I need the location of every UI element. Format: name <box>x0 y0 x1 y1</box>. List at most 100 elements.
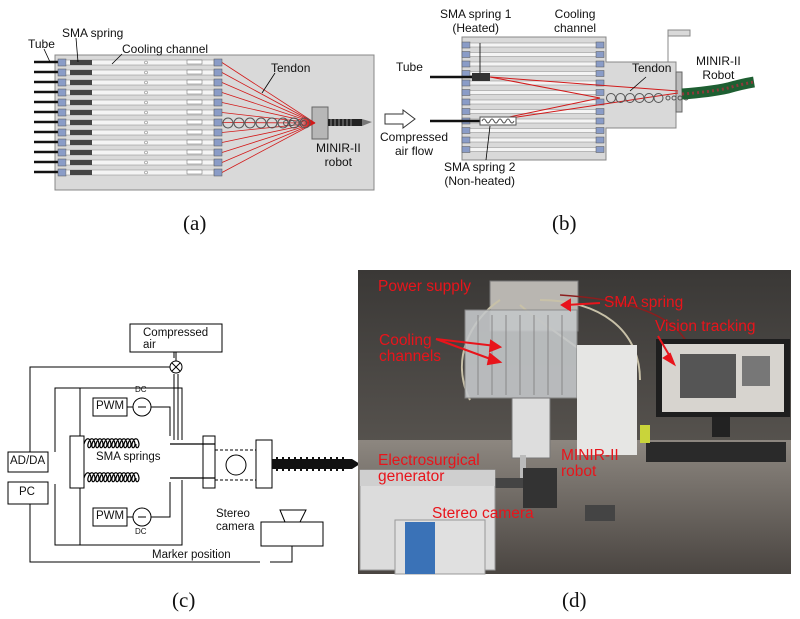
label-cooling-channel: Cooling channel <box>122 42 209 56</box>
ring <box>289 120 295 126</box>
ring <box>677 95 683 101</box>
label-pc: PC <box>19 486 35 498</box>
sma-spring <box>70 110 92 115</box>
connector <box>595 70 605 77</box>
sma-spring-coil <box>83 472 140 483</box>
sma-spring <box>70 70 92 75</box>
robot-segment <box>342 457 344 471</box>
robot-segment <box>294 457 296 471</box>
connector <box>213 108 223 117</box>
pulley <box>144 100 148 105</box>
connector <box>595 51 605 58</box>
sma-spring <box>70 60 92 65</box>
tendon-line <box>221 82 316 124</box>
slot <box>186 69 203 75</box>
label-tube-b: Tube <box>396 60 423 74</box>
pulley <box>144 80 148 85</box>
sma-spring <box>70 140 92 145</box>
pulley <box>144 90 148 95</box>
connector <box>213 98 223 107</box>
pulley <box>144 150 148 155</box>
label-stereo-camera: Stereo camera <box>432 505 534 522</box>
caption-c: (c) <box>172 588 196 612</box>
slot <box>186 59 203 65</box>
slot <box>186 169 203 175</box>
robot-tip <box>352 459 360 469</box>
robot-segment <box>282 457 284 471</box>
robot-segment <box>276 457 278 471</box>
robot-segment <box>324 457 326 471</box>
label-power-supply: Power supply <box>378 278 472 295</box>
connector <box>213 118 223 127</box>
connector <box>595 127 605 134</box>
sma-spring <box>70 80 92 85</box>
label-tendon-b: Tendon <box>632 61 672 75</box>
tendon-line <box>221 122 316 173</box>
label-compressed: Compressed air <box>143 327 209 352</box>
panel-a-drawing <box>34 37 375 191</box>
ring <box>244 117 256 129</box>
slot <box>186 109 203 115</box>
slot <box>186 139 203 145</box>
label-robot: MINIR-II robot <box>316 141 361 169</box>
label-sma-spring: SMA spring <box>62 26 124 40</box>
connector <box>213 78 223 87</box>
ring <box>222 117 234 129</box>
caption-a: (a) <box>183 211 207 235</box>
robot-segment <box>300 457 302 471</box>
connector <box>595 136 605 144</box>
connector <box>595 146 605 153</box>
label-cooling: Cooling channel <box>554 7 597 35</box>
ring <box>233 117 245 129</box>
connector <box>595 89 605 96</box>
tendon-line <box>221 62 316 124</box>
slot <box>186 79 203 85</box>
label-air: Compressed air flow <box>380 130 449 158</box>
slot <box>186 89 203 95</box>
sma-spring-coil <box>83 438 140 449</box>
slot <box>186 119 203 125</box>
label-dc-top: DC <box>135 385 147 394</box>
label-marker: Marker position <box>152 549 231 561</box>
slot <box>186 149 203 155</box>
connector <box>213 168 223 177</box>
sma-spring <box>70 90 92 95</box>
slot <box>186 99 203 105</box>
pulley <box>144 120 148 125</box>
sma-spring <box>70 120 92 125</box>
caption-d: (d) <box>562 588 587 612</box>
caption-b: (b) <box>552 211 577 235</box>
connector <box>213 88 223 97</box>
label-sma-spring-d: SMA spring <box>604 294 684 311</box>
pulley <box>144 70 148 75</box>
label-sma1: SMA spring 1 (Heated) <box>440 7 512 35</box>
pulley <box>144 170 148 175</box>
tendon-line <box>221 122 316 124</box>
label-pwm-top: PWM <box>96 400 125 412</box>
ring <box>301 120 307 126</box>
ring <box>653 93 664 103</box>
connector <box>595 108 605 115</box>
connector <box>213 148 223 157</box>
label-adda: AD/DA <box>10 455 46 467</box>
panel-c-schematic <box>7 323 360 563</box>
ring <box>266 117 278 129</box>
pulley <box>144 60 148 65</box>
connector <box>595 79 605 87</box>
ring <box>671 95 677 101</box>
slot <box>186 159 203 165</box>
label-tendon: Tendon <box>271 61 311 75</box>
robot-segment <box>318 457 320 471</box>
label-electrosurgical: Electrosurgical generator <box>378 452 480 486</box>
tendon-line <box>221 122 316 163</box>
connector <box>213 128 223 137</box>
label-stereo: Stereo camera <box>216 508 255 533</box>
pulley <box>144 160 148 165</box>
connector <box>213 58 223 67</box>
tendon-line <box>221 92 316 124</box>
pulley <box>144 130 148 135</box>
label-tube: Tube <box>28 37 55 51</box>
pulley <box>144 110 148 115</box>
label-dc-bottom: DC <box>135 527 147 536</box>
